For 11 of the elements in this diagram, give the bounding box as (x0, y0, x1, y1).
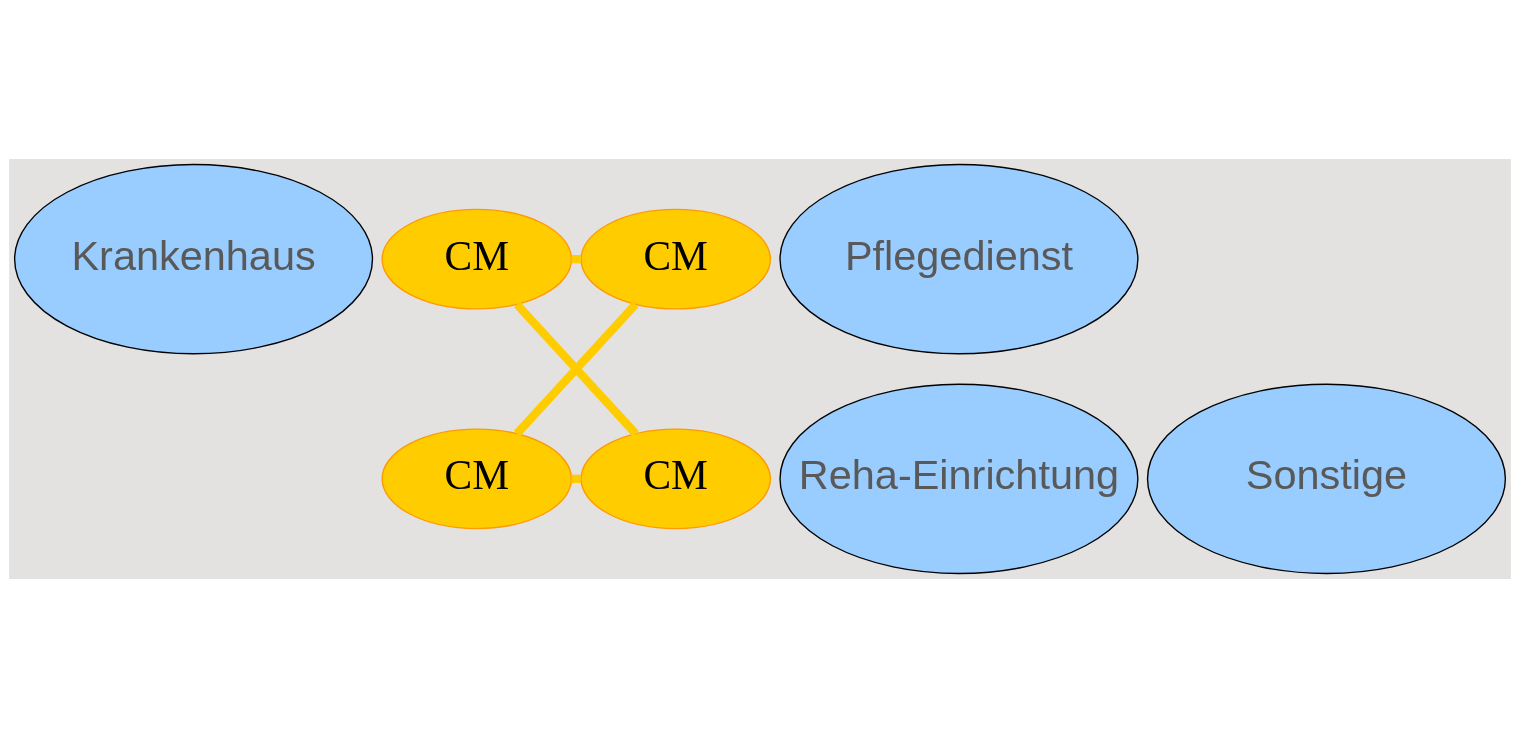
node-ellipse: Krankenhaus (13, 163, 374, 354)
node-ellipse: CM (381, 208, 573, 310)
connector (571, 474, 581, 483)
node-ellipse: Pflegedienst (779, 163, 1139, 354)
connector (571, 254, 581, 263)
node-ellipse: CM (381, 427, 573, 529)
connector (513, 301, 639, 436)
node-ellipse: Sonstige (1146, 383, 1507, 574)
node-ellipse: Reha-Einrichtung (779, 383, 1139, 574)
node-ellipse: CM (580, 427, 772, 529)
node-ellipse: CM (580, 208, 772, 310)
